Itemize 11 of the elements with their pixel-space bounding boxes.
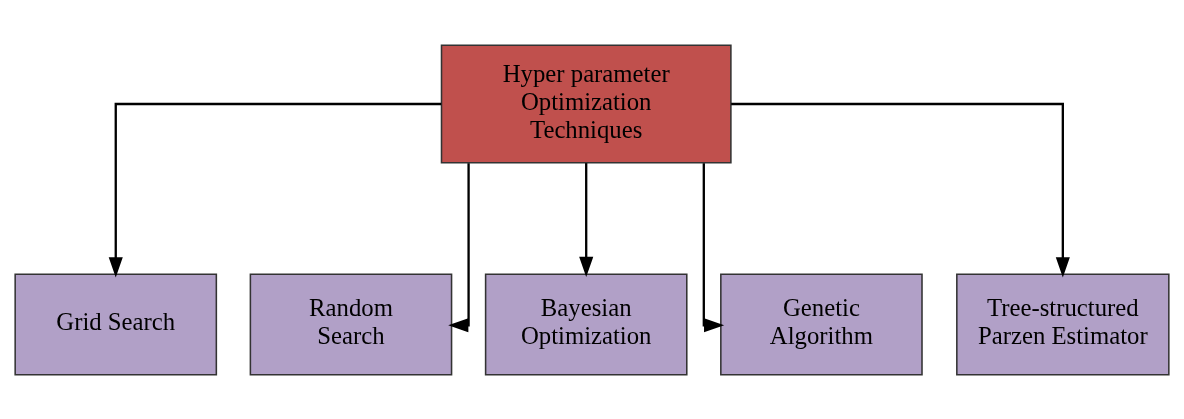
arrow bbox=[108, 102, 442, 277]
arrow bbox=[702, 162, 725, 332]
node-box: Tree-structured Parzen Estimator bbox=[956, 272, 1170, 376]
node-box: Grid Search bbox=[14, 272, 218, 376]
node-box: Genetic Algorithm bbox=[720, 272, 923, 376]
node-box: Bayesian Optimization bbox=[484, 272, 688, 376]
node-box: Random Search bbox=[249, 272, 453, 376]
arrow bbox=[579, 162, 594, 277]
arrow bbox=[448, 162, 470, 332]
arrow bbox=[731, 102, 1070, 277]
node-box: Hyper parameter Optimization Techniques bbox=[440, 43, 732, 164]
